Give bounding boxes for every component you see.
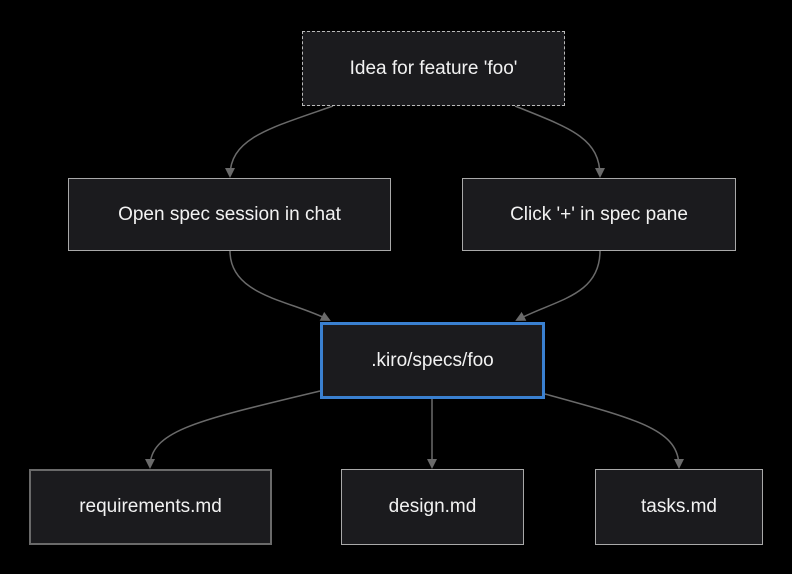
node-tasks-label: tasks.md [640,496,718,517]
node-specs-directory: .kiro/specs/foo [320,322,545,399]
edge-idea-to-chat [225,105,334,178]
node-click-plus-in-spec-pane: Click '+' in spec pane [462,178,736,251]
edge-idea-to-plus [514,105,605,178]
edge-plus-to-specs [515,250,601,321]
node-requirements-file: requirements.md [29,469,272,545]
node-design-file: design.md [341,469,524,545]
node-requirements-label: requirements.md [79,496,222,517]
node-specs-label: .kiro/specs/foo [371,349,494,371]
node-open-chat-label: Open spec session in chat [118,203,341,225]
node-idea: Idea for feature 'foo' [302,31,565,106]
edge-specs-to-requirements [145,390,321,469]
node-idea-label: Idea for feature 'foo' [349,57,518,79]
edge-chat-to-specs [229,250,331,321]
node-click-plus-label: Click '+' in spec pane [510,203,688,225]
node-open-spec-session-in-chat: Open spec session in chat [68,178,391,251]
edge-specs-to-tasks [544,393,684,469]
node-tasks-file: tasks.md [595,469,763,545]
node-design-label: design.md [388,496,477,517]
